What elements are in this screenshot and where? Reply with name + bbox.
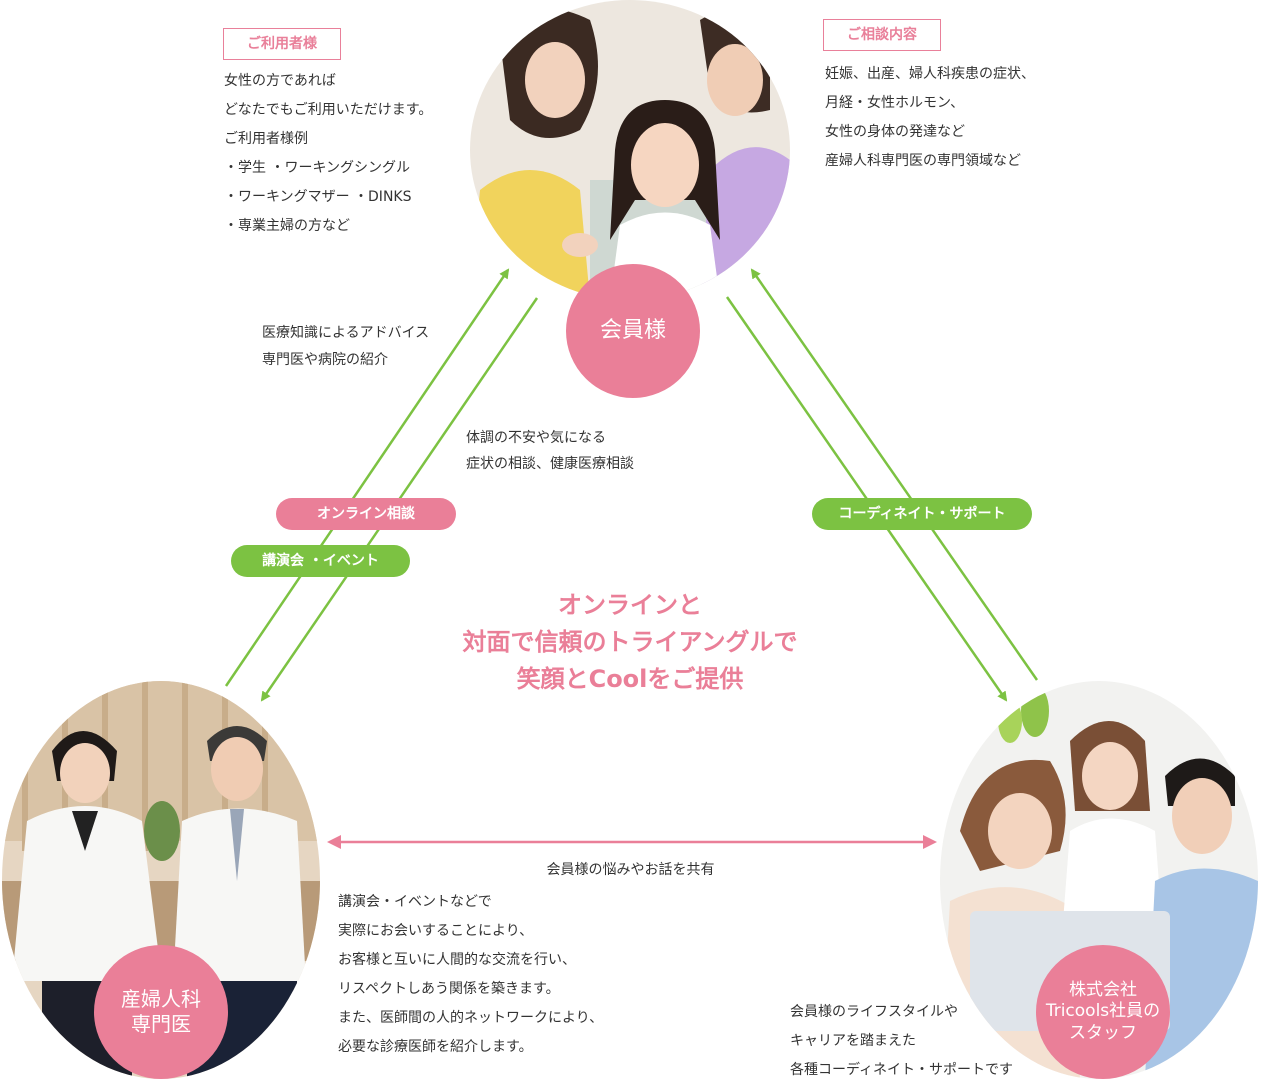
members-node: 会員様: [566, 264, 700, 398]
users-line: ・専業主婦の方など: [224, 212, 432, 241]
bottom-line: 必要な診療医師を紹介します。: [338, 1033, 603, 1062]
coordinate-pill: コーディネイト・サポート: [812, 498, 1032, 530]
users-line: どなたでもご利用いただけます。: [224, 96, 432, 125]
consult-line: 月経・女性ホルモン、: [825, 89, 1035, 118]
staff-description: 会員様のライフスタイルや キャリアを踏まえた 各種コーディネイト・サポートです: [790, 998, 1013, 1085]
advice-line: 専門医や病院の紹介: [262, 347, 429, 374]
staff-line: 会員様のライフスタイルや: [790, 998, 1013, 1027]
advice-line: 医療知識によるアドバイス: [262, 320, 429, 347]
bottom-line: また、医師間の人的ネットワークにより、: [338, 1004, 603, 1033]
bottom-line: お客様と互いに人間的な交流を行い、: [338, 946, 603, 975]
consult-line: 妊娠、出産、婦人科疾患の症状、: [825, 60, 1035, 89]
symptom-line: 症状の相談、健康医療相談: [466, 451, 634, 477]
bottom-line: 実際にお会いすることにより、: [338, 917, 603, 946]
staff-line: キャリアを踏まえた: [790, 1027, 1013, 1056]
members-photo: [470, 0, 790, 300]
bottom-line: 講演会・イベントなどで: [338, 888, 603, 917]
symptom-line: 体調の不安や気になる: [466, 425, 634, 451]
consult-line: 産婦人科専門医の専門領域など: [825, 147, 1035, 176]
consult-tag: ご相談内容: [823, 19, 941, 51]
center-message-line: 笑顔とCoolをご提供: [420, 661, 840, 698]
users-line: ・学生 ・ワーキングシングル: [224, 154, 432, 183]
users-line: ご利用者様例: [224, 125, 432, 154]
bottom-line: リスペクトしあう関係を築きます。: [338, 975, 603, 1004]
symptom-text: 体調の不安や気になる 症状の相談、健康医療相談: [466, 425, 634, 477]
consult-description: 妊娠、出産、婦人科疾患の症状、 月経・女性ホルモン、 女性の身体の発達など 産婦…: [825, 60, 1035, 176]
advice-text: 医療知識によるアドバイス 専門医や病院の紹介: [262, 320, 429, 374]
share-label: 会員様の悩みやお話を共有: [0, 856, 1261, 885]
users-description: 女性の方であれば どなたでもご利用いただけます。 ご利用者様例 ・学生 ・ワーキ…: [224, 67, 432, 241]
staff-node: 株式会社 Tricools社員の スタッフ: [1036, 945, 1170, 1079]
users-tag: ご利用者様: [223, 28, 341, 60]
bottom-description: 講演会・イベントなどで 実際にお会いすることにより、 お客様と互いに人間的な交流…: [338, 888, 603, 1062]
doctors-node: 産婦人科 専門医: [94, 945, 228, 1079]
event-pill: 講演会 ・イベント: [231, 545, 410, 577]
users-line: 女性の方であれば: [224, 67, 432, 96]
online-consult-pill: オンライン相談: [276, 498, 456, 530]
users-line: ・ワーキングマザー ・DINKS: [224, 183, 432, 212]
center-message-line: 対面で信頼のトライアングルで: [420, 624, 840, 661]
center-message: オンラインと 対面で信頼のトライアングルで 笑顔とCoolをご提供: [420, 587, 840, 698]
center-message-line: オンラインと: [420, 587, 840, 624]
staff-line: 各種コーディネイト・サポートです: [790, 1056, 1013, 1085]
consult-line: 女性の身体の発達など: [825, 118, 1035, 147]
